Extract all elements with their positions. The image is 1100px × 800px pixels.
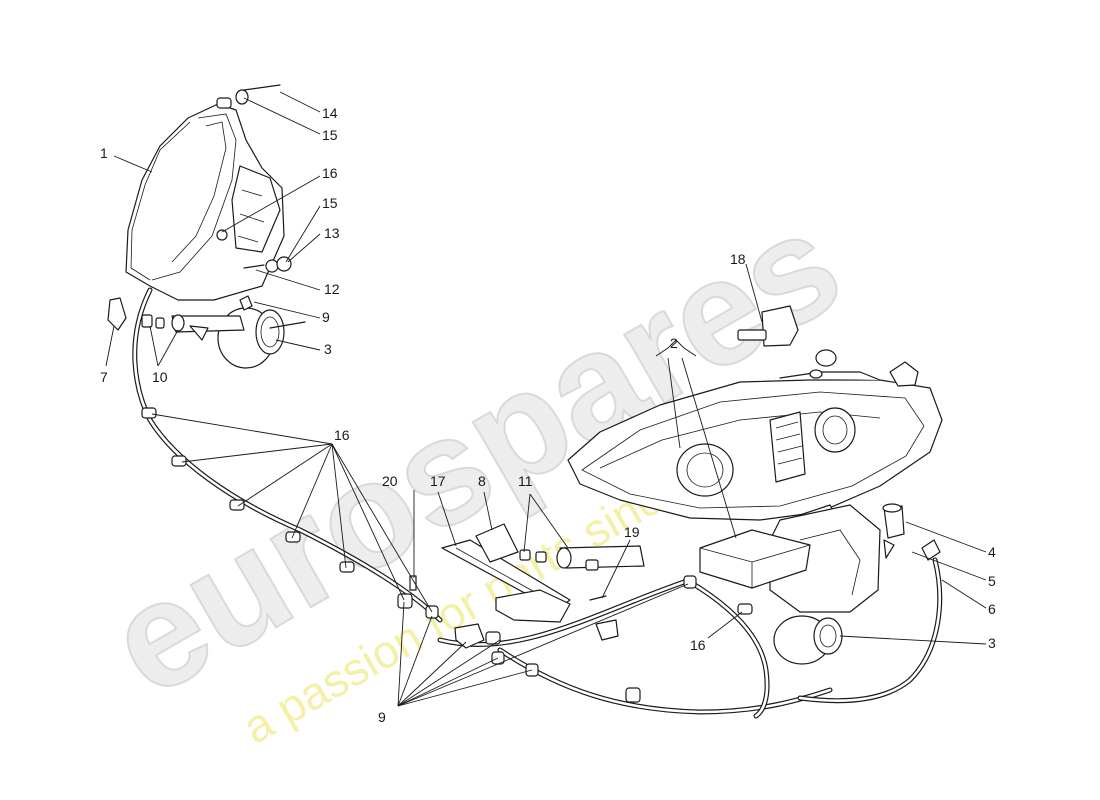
ballast-control-unit — [699, 529, 811, 589]
pipe-connectors — [397, 575, 697, 677]
callout-4: 4 — [988, 544, 996, 560]
callout-14: 14 — [322, 105, 338, 121]
leader-lines — [105, 91, 987, 707]
callout-3-right: 3 — [988, 635, 996, 651]
callout-labels: 1 2 3 3 4 5 6 7 8 9 9 10 11 12 13 14 15 … — [100, 105, 996, 725]
callout-15-mid: 15 — [322, 195, 338, 211]
middle-parts — [441, 523, 645, 641]
callout-12: 12 — [324, 281, 340, 297]
callout-10: 10 — [152, 369, 168, 385]
callout-9-bottom: 9 — [378, 709, 386, 725]
callout-16-top: 16 — [322, 165, 338, 181]
left-nozzle-group — [107, 297, 245, 341]
left-fasteners — [235, 84, 306, 329]
callout-6: 6 — [988, 601, 996, 617]
callout-18: 18 — [730, 251, 746, 267]
callout-13: 13 — [324, 225, 340, 241]
callout-19: 19 — [624, 524, 640, 540]
callout-16-right: 16 — [690, 637, 706, 653]
callout-5: 5 — [988, 573, 996, 589]
pipe-clips — [141, 407, 753, 703]
callout-11: 11 — [518, 473, 533, 489]
callout-3-left: 3 — [324, 341, 332, 357]
right-headlight-unit — [567, 361, 943, 613]
callout-16-middle: 16 — [334, 427, 350, 443]
right-washer-motor — [773, 615, 843, 665]
callout-15-top: 15 — [322, 127, 338, 143]
headlight-bulb — [737, 305, 837, 379]
left-headlight-unit — [125, 97, 285, 301]
callout-8: 8 — [478, 473, 486, 489]
callout-20: 20 — [382, 473, 398, 489]
callout-1: 1 — [100, 145, 108, 161]
right-small-parts — [882, 503, 941, 561]
callout-7: 7 — [100, 369, 108, 385]
callout-17: 17 — [430, 473, 446, 489]
callout-2: 2 — [670, 335, 678, 351]
callout-9-left: 9 — [322, 309, 330, 325]
